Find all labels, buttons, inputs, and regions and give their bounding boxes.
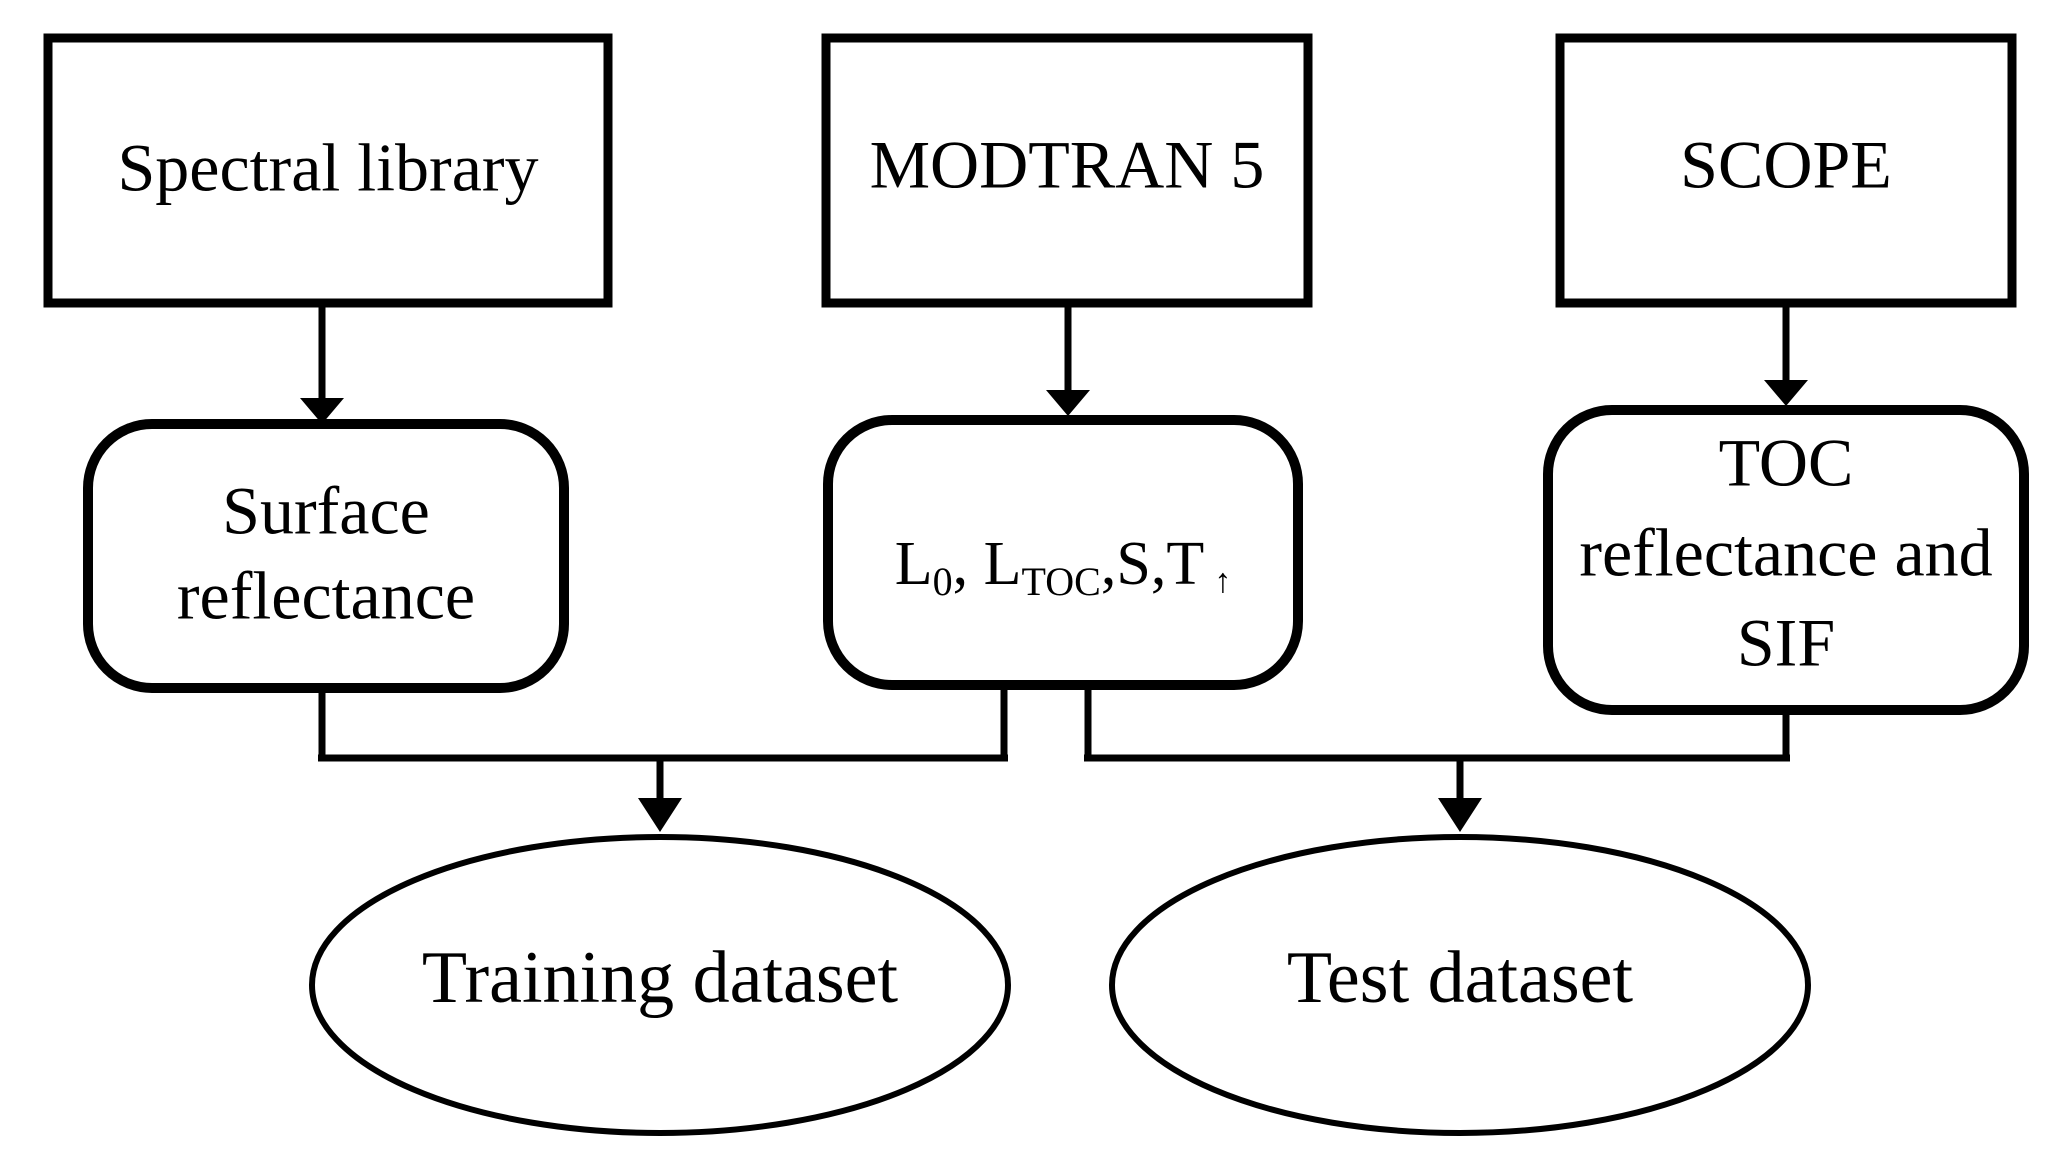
radiative-transfer-terms-box [823,415,1303,690]
formula-sub-0: 0 [933,559,953,604]
arrow-down-icon [1764,380,1808,406]
toc-label-line-2: reflectance and [1579,515,1992,591]
formula-sub-toc: TOC [1022,559,1101,604]
edge-merge-test-dataset [1084,685,1790,832]
training-dataset-label: Training dataset [422,937,899,1019]
arrow-down-icon [638,798,682,832]
arrow-down-icon [1046,390,1090,416]
formula-base-S: S [1116,530,1150,598]
node-training-dataset[interactable]: Training dataset [309,834,1011,1136]
radiative-transfer-terms-formula: L0, LTOC,S,T↑ [895,530,1231,604]
scope-label: SCOPE [1680,127,1892,203]
formula-sep-3: , [1151,530,1167,598]
training-dataset-ellipse [309,834,1011,1136]
surface-reflectance-box [83,419,569,693]
node-toc-reflectance-and-sif[interactable]: TOC reflectance and SIF [1543,405,2029,715]
node-spectral-library[interactable]: Spectral library [43,33,613,308]
node-surface-reflectance[interactable]: Surface reflectance [83,419,569,693]
test-dataset-label: Test dataset [1287,937,1634,1019]
toc-label-line-3: SIF [1737,605,1835,681]
test-dataset-ellipse [1109,834,1811,1136]
formula-base-T: T [1166,530,1204,598]
surface-reflectance-label-line-2: reflectance [177,558,475,634]
formula-base-LTOC: L [984,530,1022,598]
spectral-library-label: Spectral library [117,130,538,206]
edge-modtran-to-radiative-terms [1046,303,1090,416]
formula-base-L0: L [895,530,933,598]
modtran-5-label: MODTRAN 5 [870,127,1265,203]
edge-spectral-library-to-surface-reflectance [300,303,344,424]
toc-label-line-1: TOC [1719,425,1854,501]
formula-sep-1: , [953,530,984,598]
edge-scope-to-toc-reflectance [1764,303,1808,406]
formula-sub-uparrow-icon: ↑ [1214,563,1231,600]
node-test-dataset[interactable]: Test dataset [1109,834,1811,1136]
node-scope[interactable]: SCOPE [1555,33,2017,308]
spectral-library-box [43,33,613,308]
node-radiative-transfer-terms[interactable]: L0, LTOC,S,T↑ [823,415,1303,690]
formula-sep-2: , [1101,530,1117,598]
node-modtran-5[interactable]: MODTRAN 5 [821,33,1313,308]
arrow-down-icon [300,398,344,424]
modtran-5-box [821,33,1313,308]
arrow-down-icon [1438,798,1482,832]
edge-merge-training-dataset [318,685,1008,832]
surface-reflectance-label-line-1: Surface [222,473,430,549]
